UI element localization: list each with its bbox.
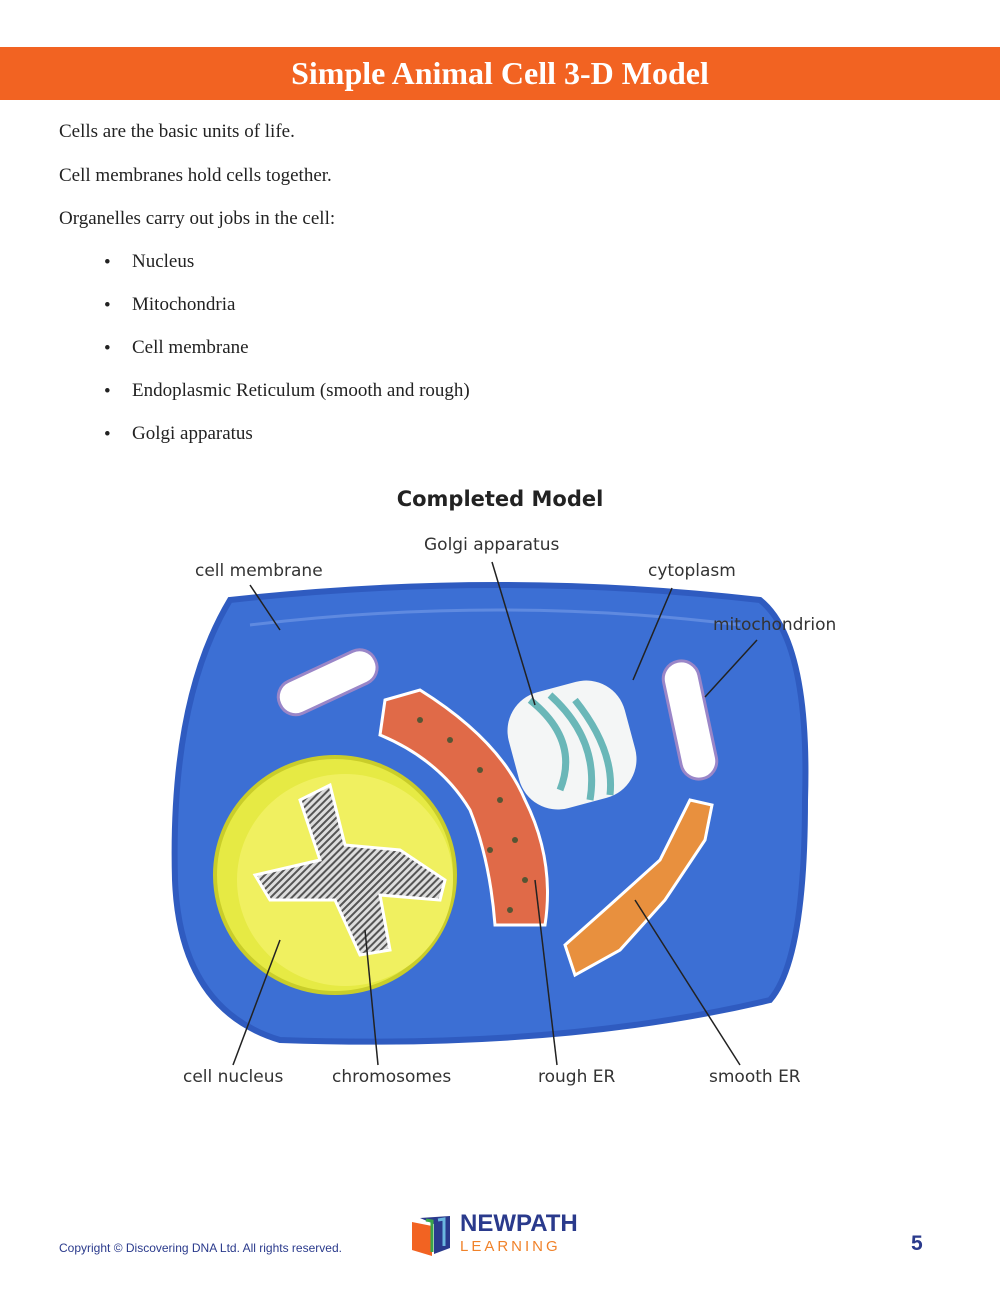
smooth-er xyxy=(563,798,714,978)
copyright: Copyright © Discovering DNA Ltd. All rig… xyxy=(59,1241,342,1255)
label-mitochondrion: mitochondrion xyxy=(713,615,837,635)
bullet-dot: • xyxy=(104,424,111,445)
leader-lines xyxy=(232,561,758,1066)
label-cell-membrane: cell membrane xyxy=(195,561,323,581)
label-cytoplasm: cytoplasm xyxy=(648,561,736,581)
page-title: Simple Animal Cell 3-D Model xyxy=(0,47,1000,100)
bullet-dot: • xyxy=(104,338,111,359)
bullet-dot: • xyxy=(104,295,111,316)
label-smooth-er: smooth ER xyxy=(709,1067,801,1087)
bullet-dot: • xyxy=(104,381,111,402)
list-item: Endoplasmic Reticulum (smooth and rough) xyxy=(132,380,470,401)
list-item: Nucleus xyxy=(132,251,195,272)
figure-title: Completed Model xyxy=(396,487,604,511)
rough-er xyxy=(378,688,549,927)
bullet-dot: • xyxy=(104,252,111,273)
intro-text: Cell membranes hold cells together. xyxy=(59,165,332,186)
list-item: Golgi apparatus xyxy=(132,423,253,444)
mitochondrion-left xyxy=(276,648,379,717)
logo-line1: NEWPATH xyxy=(460,1210,578,1237)
book-icon xyxy=(412,1216,450,1256)
label-rough-er: rough ER xyxy=(538,1067,616,1087)
page-number: 5 xyxy=(911,1232,923,1255)
label-cell-nucleus: cell nucleus xyxy=(183,1067,284,1087)
label-golgi: Golgi apparatus xyxy=(424,535,560,555)
mitochondrion-right xyxy=(661,659,719,781)
logo-line2: LEARNING xyxy=(460,1238,561,1255)
chromosome xyxy=(252,782,447,957)
ribosomes xyxy=(417,717,528,913)
intro-text: Cells are the basic units of life. xyxy=(59,121,295,142)
newpath-logo: NEWPATH LEARNING xyxy=(410,1212,595,1258)
label-chromosomes: chromosomes xyxy=(332,1067,452,1087)
intro-text: Organelles carry out jobs in the cell: xyxy=(59,208,336,229)
list-item: Mitochondria xyxy=(132,294,236,315)
list-item: Cell membrane xyxy=(132,337,249,358)
